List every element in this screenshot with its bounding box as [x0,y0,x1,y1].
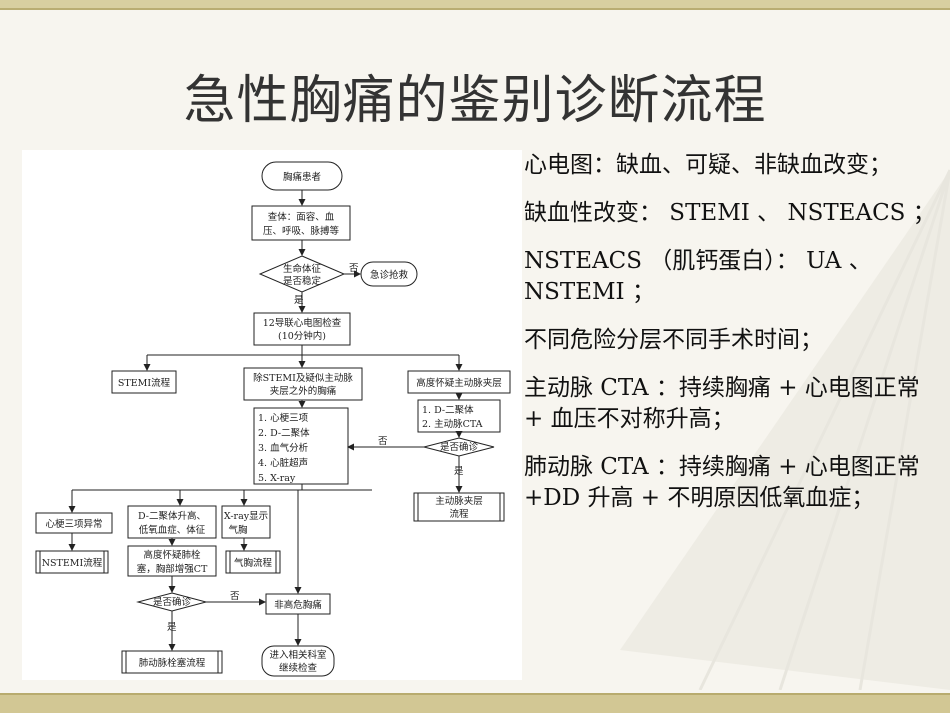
stemi-flow-label: STEMI流程 [118,377,171,389]
exam-label-1: 查体：面容、血 [268,211,335,223]
note-risk: 不同危险分层不同手术时间； [524,327,823,353]
test-5: 5. X-ray [258,473,296,484]
bottom-line [0,693,950,695]
test-2: 2. D-二聚体 [258,427,310,439]
exam-node [251,205,351,241]
no-label-3: 否 [230,591,240,602]
aortic-confirm-label: 是否确诊 [440,441,479,453]
note-ischemic: 缺血性改变： STEMI 、 NSTEACS ； [524,200,936,226]
flowchart: 胸痛患者 查体：面容、血 压、呼吸、脉搏等 生命体征 是否稳定 否 急诊抢救 是… [22,150,522,680]
stemi-flow-node [111,370,177,394]
further-label-1: 进入相关科室 [269,649,326,661]
aortic-test-2: 2. 主动脉CTA [422,418,483,430]
yes-label-3: 是 [167,622,177,633]
pe-flow-node [121,650,223,674]
notes-panel: 心电图：缺血、可疑、非缺血改变； 缺血性改变： STEMI 、 NSTEACS … [524,150,944,531]
nstemi-flow-node [35,550,109,574]
mi-abnormal-label: 心梗三项异常 [45,518,102,530]
note-ecg: 心电图：缺血、可疑、非缺血改变； [524,152,892,178]
background-fan-decoration [620,169,950,690]
aortic-flow-node [413,492,505,522]
further-label-2: 继续检查 [279,662,318,674]
top-line [0,8,950,10]
slide-title: 急性胸痛的鉴别诊断流程 [183,71,767,131]
low-risk-label: 非高危胸痛 [274,599,322,611]
aortic-tests-node [417,399,501,433]
test-3: 3. 血气分析 [258,442,309,454]
aortic-flow-label-1: 主动脉夹层 [435,495,483,507]
ecg-node [253,312,351,346]
exam-label-2: 压、呼吸、脉搏等 [263,225,340,237]
mi-abnormal-node [35,512,113,534]
emergency-node [360,261,418,287]
exclude-node [243,367,363,401]
no-label-2: 否 [378,436,388,447]
flowchart-svg: 胸痛患者 查体：面容、血 压、呼吸、脉搏等 生命体征 是否稳定 否 急诊抢救 是… [35,161,511,677]
note-pulmonary-cta: 肺动脉 CTA ：持续胸痛 + 心电图正常 +DD 升高 + 不明原因低氧血症； [524,454,920,511]
no-label-1: 否 [349,263,359,274]
pe-confirm-label: 是否确诊 [153,596,192,608]
ddimer-label-2: 低氧血症、体征 [139,524,206,536]
note-nsteacs: NSTEACS （肌钙蛋白）： UA 、 NSTEMI ； [524,248,872,305]
xray-node [221,505,271,539]
suspect-aortic-label: 高度怀疑主动脉夹层 [416,377,502,389]
note-aortic-cta: 主动脉 CTA ：持续胸痛 + 心电图正常 + 血压不对称升高； [524,375,920,432]
aortic-test-1: 1. D-二聚体 [422,404,474,416]
pe-suspect-label-2: 塞，胸部增强CT [137,563,208,575]
further-exam-node [261,645,335,677]
xray-label-1: X-ray显示 [224,511,268,522]
aortic-flow-label-2: 流程 [449,508,469,520]
yes-label-2: 是 [454,466,464,477]
ecg-label-2: (10分钟内) [278,330,326,342]
test-1: 1. 心梗三项 [258,412,309,424]
tests-node [253,407,349,485]
exclude-label-2: 夹层之外的胸痛 [270,385,337,397]
nstemi-flow-label: NSTEMI流程 [42,557,103,569]
pe-flow-label: 肺动脉栓塞流程 [139,657,206,669]
pe-suspect-label-1: 高度怀疑肺栓 [143,549,201,561]
yes-label-1: 是 [294,295,304,306]
vital-label-1: 生命体征 [283,263,322,275]
xray-label-2: 气胸 [228,524,247,536]
ddimer-label-1: D-二聚体升高、 [138,510,206,522]
ecg-label-1: 12导联心电图检查 [263,317,342,329]
ptx-flow-label: 气胸流程 [234,557,273,569]
top-band [0,0,950,8]
start-label: 胸痛患者 [283,171,321,183]
ptx-flow-node [225,550,281,574]
test-4: 4. 心脏超声 [258,457,308,469]
exclude-label-1: 除STEMI及疑似主动脉 [253,372,353,384]
emergency-label: 急诊抢救 [370,269,409,281]
bottom-band [0,695,950,713]
vital-label-2: 是否稳定 [283,275,322,287]
